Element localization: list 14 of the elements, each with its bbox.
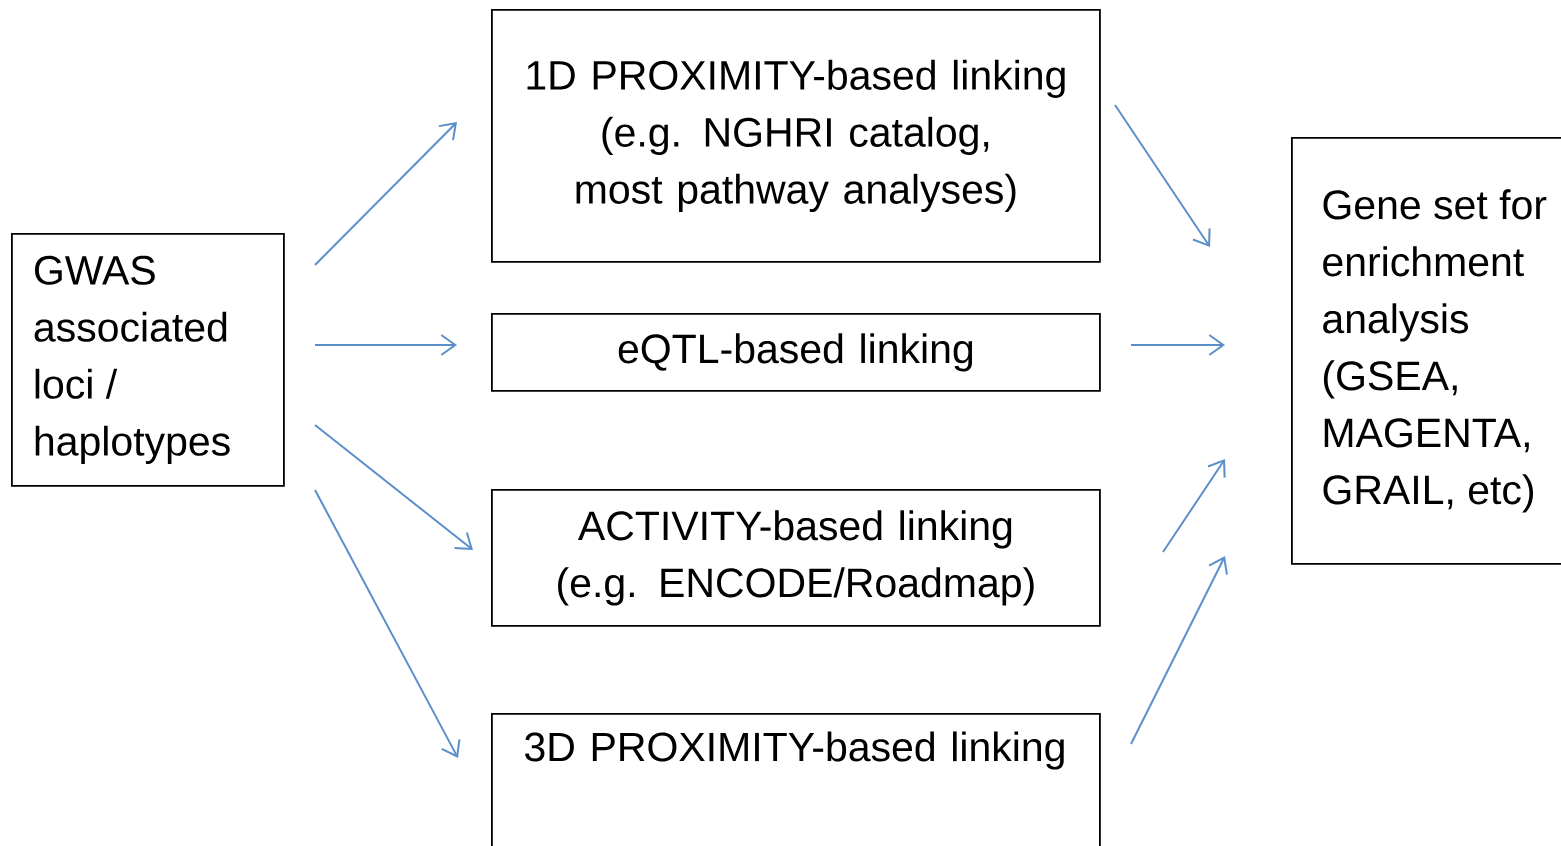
arrow [314,334,457,356]
output-box: Gene set for enrichment analysis (GSEA, MAGENTA, GRAIL, etc) [1291,137,1561,565]
process-box: 1D PROXIMITY-based linking (e.g. NGHRI catalog, most pathway analyses) [491,9,1101,263]
arrow [1114,104,1211,247]
process-box: eQTL-based linking [491,313,1101,392]
arrow [1130,334,1225,356]
process-box: ACTIVITY-based linking (e.g. ENCODE/Roadmap) [491,489,1101,627]
arrow [314,489,461,758]
arrow [1130,556,1228,745]
input-box: GWAS associated loci / haplotypes [11,233,285,487]
arrow [1162,459,1226,553]
arrow [314,122,457,266]
process-box: 3D PROXIMITY-based linking [491,713,1101,846]
arrow [314,424,473,550]
